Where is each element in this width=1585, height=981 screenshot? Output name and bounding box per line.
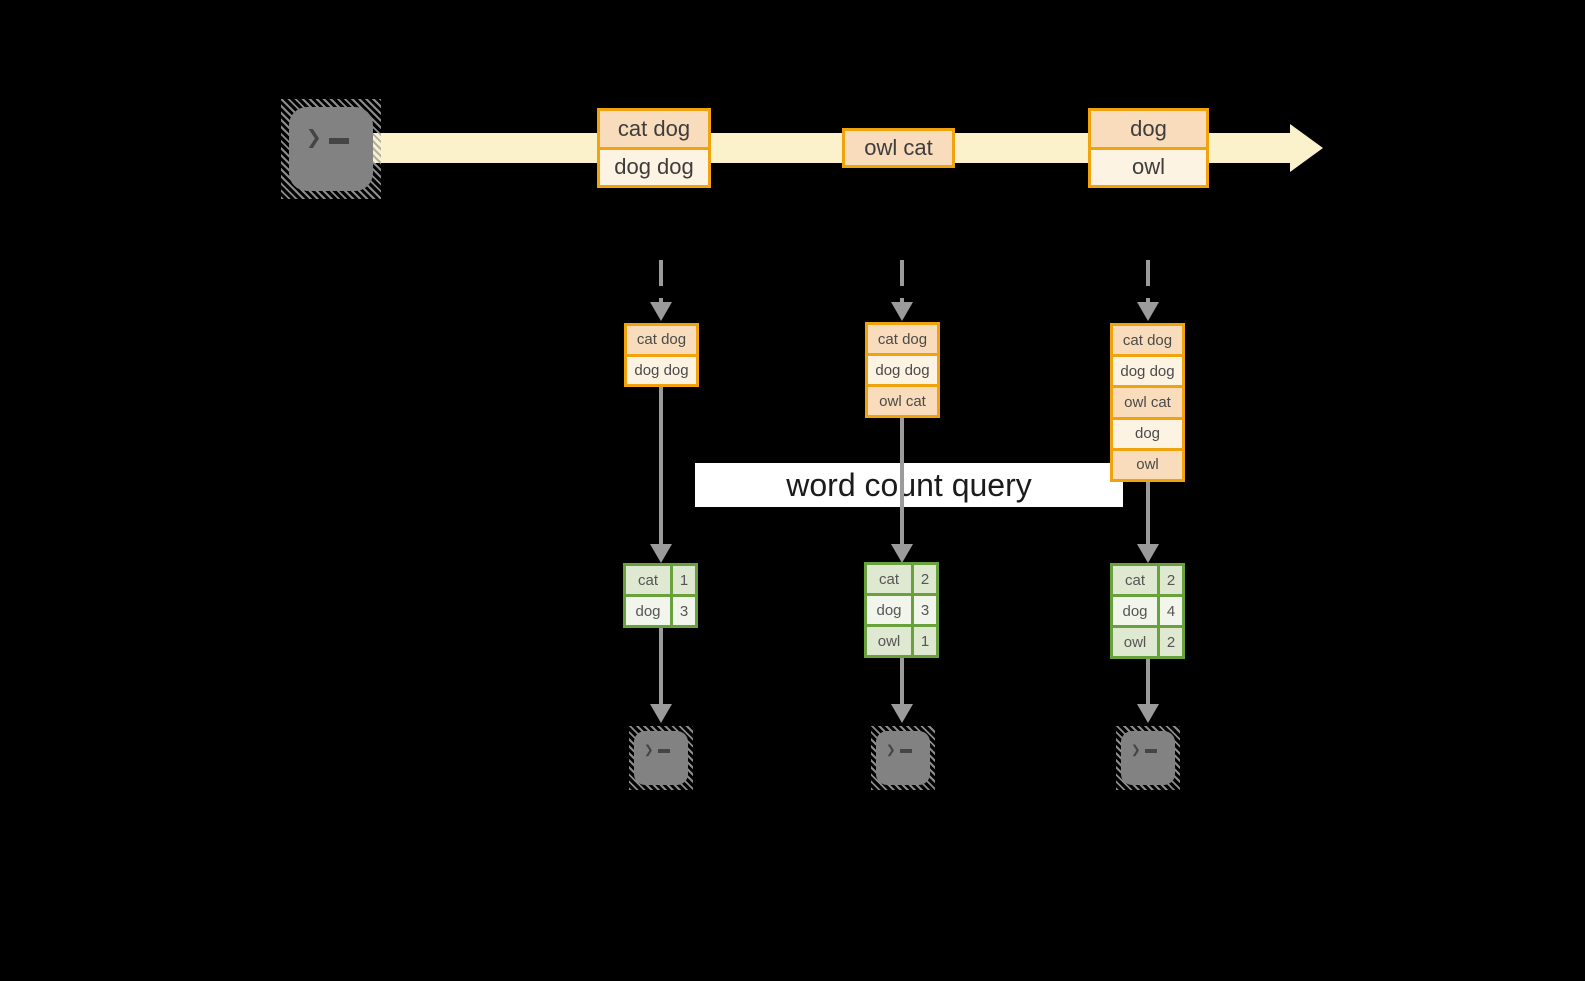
message: cat dog (627, 326, 696, 354)
terminal-body: ❯ (634, 731, 688, 785)
dashed-arrowhead-2 (891, 302, 913, 321)
word-cell: owl (867, 627, 911, 655)
table-row: dog 3 (626, 597, 695, 625)
arrow-line-table-to-terminal-1 (659, 626, 663, 704)
word-cell: dog (1113, 597, 1157, 625)
underscore-glyph (899, 749, 912, 753)
message: owl cat (1113, 388, 1182, 417)
chevron-glyph: ❯ (306, 123, 322, 153)
accumulated-stack-2: cat dog dog dog owl cat (865, 322, 940, 418)
query-banner: word count query (695, 463, 1123, 507)
message: dog (1091, 111, 1206, 147)
message: dog dog (1113, 357, 1182, 386)
message: cat dog (1113, 326, 1182, 355)
dashed-arrowhead-3 (1137, 302, 1159, 321)
terminal-body: ❯ (876, 731, 930, 785)
count-cell: 3 (673, 597, 695, 625)
count-cell: 3 (914, 596, 936, 624)
terminal-prompt-glyph: ❯ (644, 740, 670, 759)
word-cell: cat (867, 565, 911, 593)
word-count-table-3: cat 2 dog 4 owl 2 (1110, 563, 1185, 659)
terminal-prompt-glyph: ❯ (886, 740, 912, 759)
word-cell: dog (867, 596, 911, 624)
count-cell: 2 (1160, 628, 1182, 656)
table-row: cat 2 (1113, 566, 1182, 594)
terminal-body: ❯ (1121, 731, 1175, 785)
table-row: owl 2 (1113, 628, 1182, 656)
worker-terminal-icon-1: ❯ (629, 726, 693, 790)
arrowhead-terminal-3 (1137, 704, 1159, 723)
underscore-glyph (657, 749, 670, 753)
table-row: owl 1 (867, 627, 936, 655)
source-terminal-icon: ❯ (281, 99, 381, 199)
count-cell: 4 (1160, 597, 1182, 625)
table-row: dog 3 (867, 596, 936, 624)
count-cell: 2 (1160, 566, 1182, 594)
table-row: cat 2 (867, 565, 936, 593)
chevron-glyph: ❯ (886, 740, 896, 759)
message: dog dog (627, 356, 696, 384)
word-cell: owl (1113, 628, 1157, 656)
terminal-prompt-glyph: ❯ (306, 123, 349, 153)
arrow-line-stack-to-table-3 (1146, 481, 1150, 544)
stream-arrowhead (1290, 124, 1323, 172)
dashed-arrowhead-1 (650, 302, 672, 321)
batch-box-3: dog owl (1088, 108, 1209, 188)
count-cell: 2 (914, 565, 936, 593)
message: owl cat (845, 131, 952, 165)
underscore-glyph (328, 138, 349, 144)
arrowhead-table-2 (891, 544, 913, 563)
worker-terminal-icon-3: ❯ (1116, 726, 1180, 790)
dashed-arrow-line-1 (659, 260, 663, 302)
batch-box-1: cat dog dog dog (597, 108, 711, 188)
word-cell: cat (626, 566, 670, 594)
arrow-line-table-to-terminal-3 (1146, 657, 1150, 704)
table-row: dog 4 (1113, 597, 1182, 625)
word-cell: cat (1113, 566, 1157, 594)
accumulated-stack-3: cat dog dog dog owl cat dog owl (1110, 323, 1185, 482)
message: dog (1113, 419, 1182, 448)
arrow-line-stack-to-table-2 (900, 417, 904, 544)
dashed-arrow-line-2 (900, 260, 904, 302)
word-count-table-1: cat 1 dog 3 (623, 563, 698, 628)
arrow-line-stack-to-table-1 (659, 386, 663, 544)
arrowhead-terminal-1 (650, 704, 672, 723)
count-cell: 1 (673, 566, 695, 594)
message: owl cat (868, 387, 937, 415)
worker-terminal-icon-2: ❯ (871, 726, 935, 790)
message: cat dog (868, 325, 937, 353)
arrowhead-table-1 (650, 544, 672, 563)
word-count-table-2: cat 2 dog 3 owl 1 (864, 562, 939, 658)
word-cell: dog (626, 597, 670, 625)
message: owl (1113, 450, 1182, 480)
query-banner-label: word count query (786, 466, 1032, 503)
message: dog dog (600, 149, 708, 185)
terminal-body: ❯ (289, 107, 373, 191)
arrowhead-table-3 (1137, 544, 1159, 563)
chevron-glyph: ❯ (1131, 740, 1141, 759)
accumulated-stack-1: cat dog dog dog (624, 323, 699, 387)
terminal-prompt-glyph: ❯ (1131, 740, 1157, 759)
count-cell: 1 (914, 627, 936, 655)
batch-box-2: owl cat (842, 128, 955, 168)
underscore-glyph (1144, 749, 1157, 753)
dashed-arrow-line-3 (1146, 260, 1150, 302)
message: dog dog (868, 356, 937, 384)
arrowhead-terminal-2 (891, 704, 913, 723)
chevron-glyph: ❯ (644, 740, 654, 759)
message: owl (1091, 149, 1206, 185)
arrow-line-table-to-terminal-2 (900, 657, 904, 704)
message: cat dog (600, 111, 708, 147)
table-row: cat 1 (626, 566, 695, 594)
